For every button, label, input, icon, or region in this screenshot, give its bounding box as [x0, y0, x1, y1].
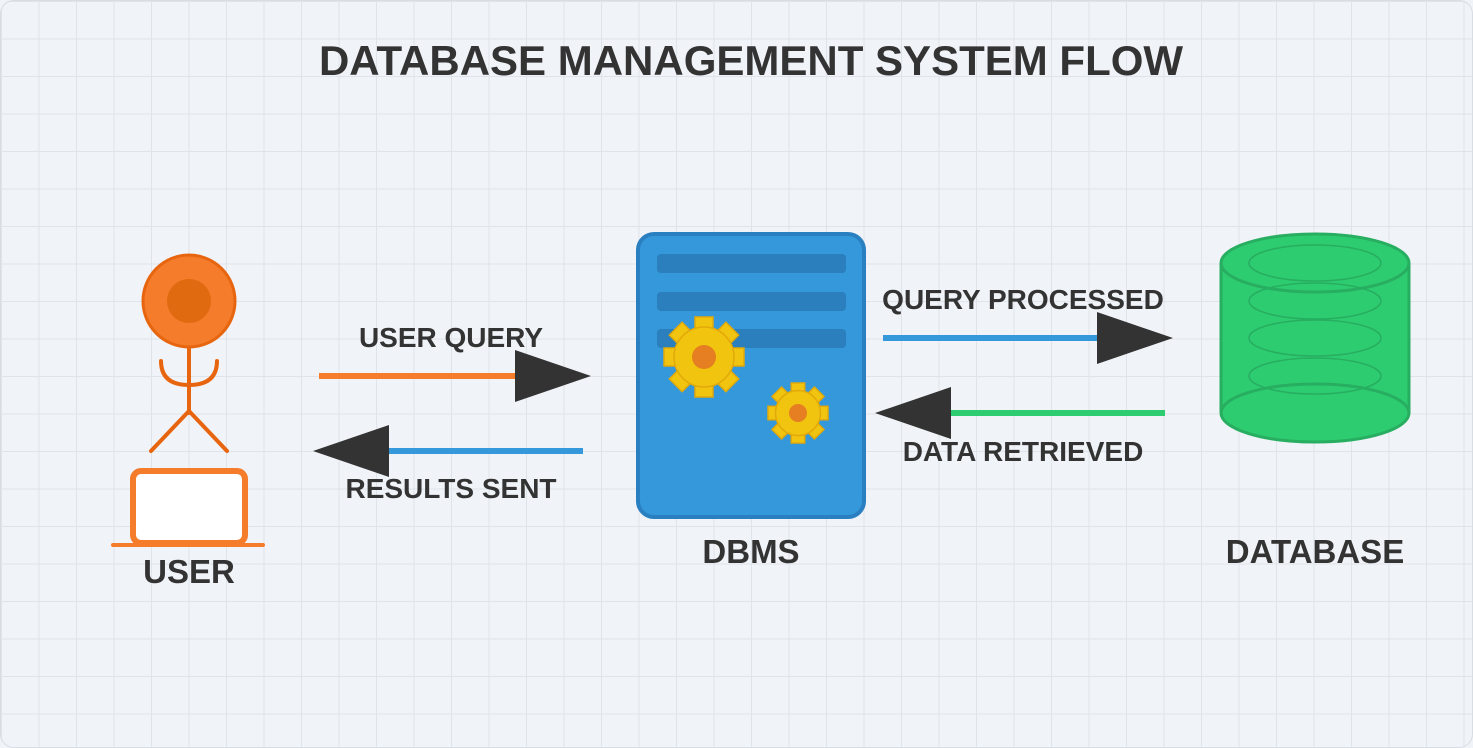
database-cylinder-icon [1219, 232, 1411, 444]
dbms-node: DBMS [636, 232, 866, 570]
small-gear-icon [767, 382, 829, 444]
database-label: DATABASE [1226, 533, 1404, 570]
user-query-arrow: USER QUERY [319, 322, 591, 402]
dbms-label: DBMS [702, 533, 799, 570]
user-node: USER [111, 253, 265, 590]
database-node: DATABASE [1219, 232, 1411, 570]
server-with-gears-icon [636, 232, 866, 519]
results-sent-arrow: RESULTS SENT [313, 425, 583, 504]
data-retrieved-label: DATA RETRIEVED [903, 436, 1144, 467]
user-label: USER [143, 553, 235, 590]
data-retrieved-arrow: DATA RETRIEVED [875, 387, 1165, 467]
user-query-label: USER QUERY [359, 322, 543, 353]
query-processed-label: QUERY PROCESSED [882, 284, 1164, 315]
results-sent-label: RESULTS SENT [345, 473, 556, 504]
query-processed-arrow: QUERY PROCESSED [882, 284, 1173, 364]
large-gear-icon [663, 316, 745, 398]
diagram-title: DATABASE MANAGEMENT SYSTEM FLOW [319, 37, 1183, 84]
user-with-laptop-icon [111, 253, 265, 547]
